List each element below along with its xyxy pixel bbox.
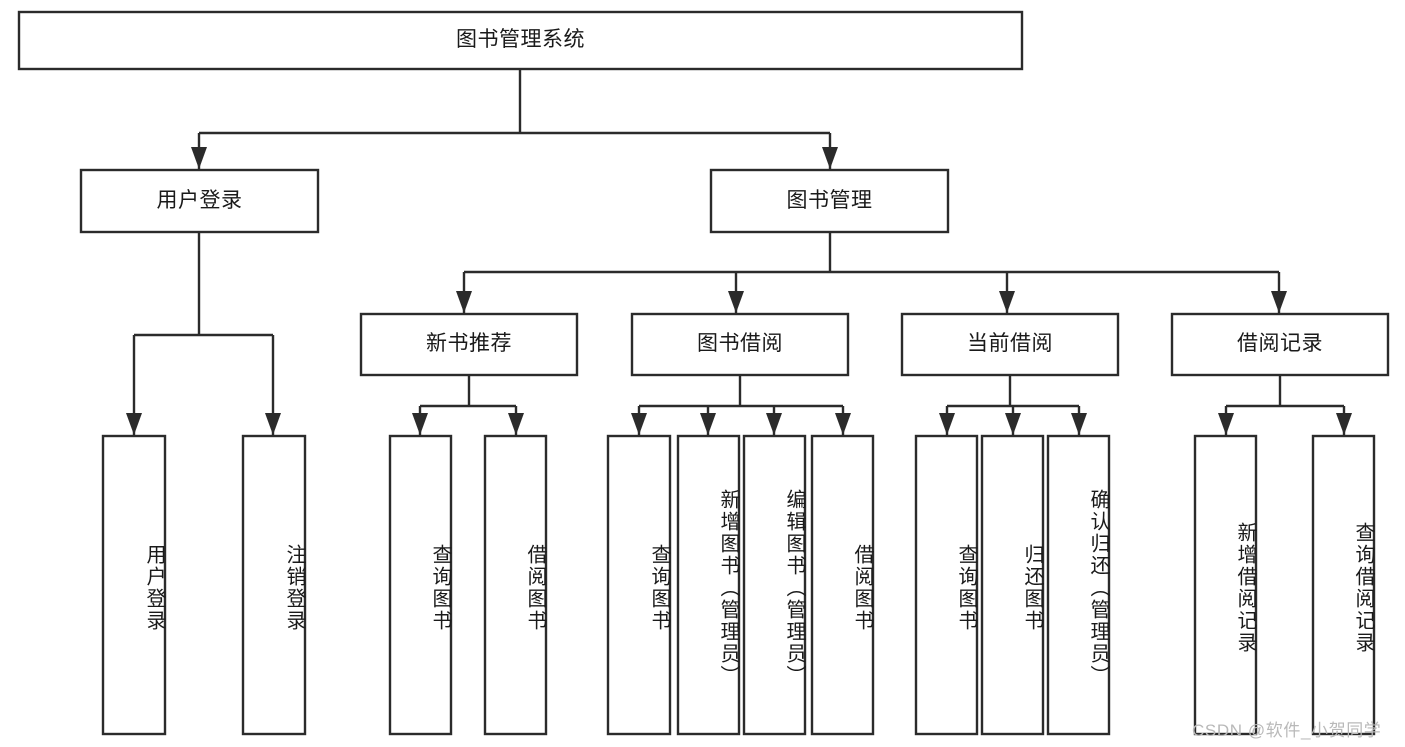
arrow-head-icon <box>822 147 838 169</box>
arrow-head-icon <box>508 413 524 435</box>
node-box-leaf-borrow-do[interactable] <box>810 434 875 736</box>
arrow-head-icon <box>1218 413 1234 435</box>
node-box-root[interactable] <box>17 10 1024 71</box>
arrow-head-icon <box>766 413 782 435</box>
arrow-head-icon <box>835 413 851 435</box>
node-box-current-borrow[interactable] <box>900 312 1120 377</box>
arrow-head-icon <box>939 413 955 435</box>
node-box-borrow-record[interactable] <box>1170 312 1390 377</box>
arrow-head-icon <box>456 291 472 313</box>
arrow-head-icon <box>1336 413 1352 435</box>
node-box-leaf-rec-borrow[interactable] <box>483 434 548 736</box>
arrow-head-icon <box>191 147 207 169</box>
node-box-leaf-cur-return[interactable] <box>980 434 1045 736</box>
arrow-head-icon <box>1071 413 1087 435</box>
arrow-head-icon <box>1005 413 1021 435</box>
arrow-head-icon <box>412 413 428 435</box>
node-box-leaf-rec-query2[interactable] <box>1311 434 1376 736</box>
node-box-new-book-rec[interactable] <box>359 312 579 377</box>
node-box-leaf-user-logout[interactable] <box>241 434 307 736</box>
node-box-leaf-rec-query[interactable] <box>388 434 453 736</box>
node-box-book-manage[interactable] <box>709 168 950 234</box>
arrow-head-icon <box>999 291 1015 313</box>
node-box-leaf-borrow-query[interactable] <box>606 434 672 736</box>
node-box-leaf-cur-confirm[interactable] <box>1046 434 1111 736</box>
node-box-book-borrow[interactable] <box>630 312 850 377</box>
node-box-leaf-user-login[interactable] <box>101 434 167 736</box>
node-box-user-login[interactable] <box>79 168 320 234</box>
arrow-head-icon <box>700 413 716 435</box>
arrow-head-icon <box>728 291 744 313</box>
arrow-head-icon <box>265 413 281 435</box>
node-box-leaf-rec-add[interactable] <box>1193 434 1258 736</box>
arrow-head-icon <box>631 413 647 435</box>
connector-layer <box>126 69 1352 435</box>
node-box-leaf-cur-query[interactable] <box>914 434 979 736</box>
node-box-layer <box>17 10 1390 736</box>
node-box-leaf-borrow-add[interactable] <box>676 434 741 736</box>
arrow-head-icon <box>1271 291 1287 313</box>
arrow-head-icon <box>126 413 142 435</box>
node-box-leaf-borrow-edit[interactable] <box>742 434 807 736</box>
